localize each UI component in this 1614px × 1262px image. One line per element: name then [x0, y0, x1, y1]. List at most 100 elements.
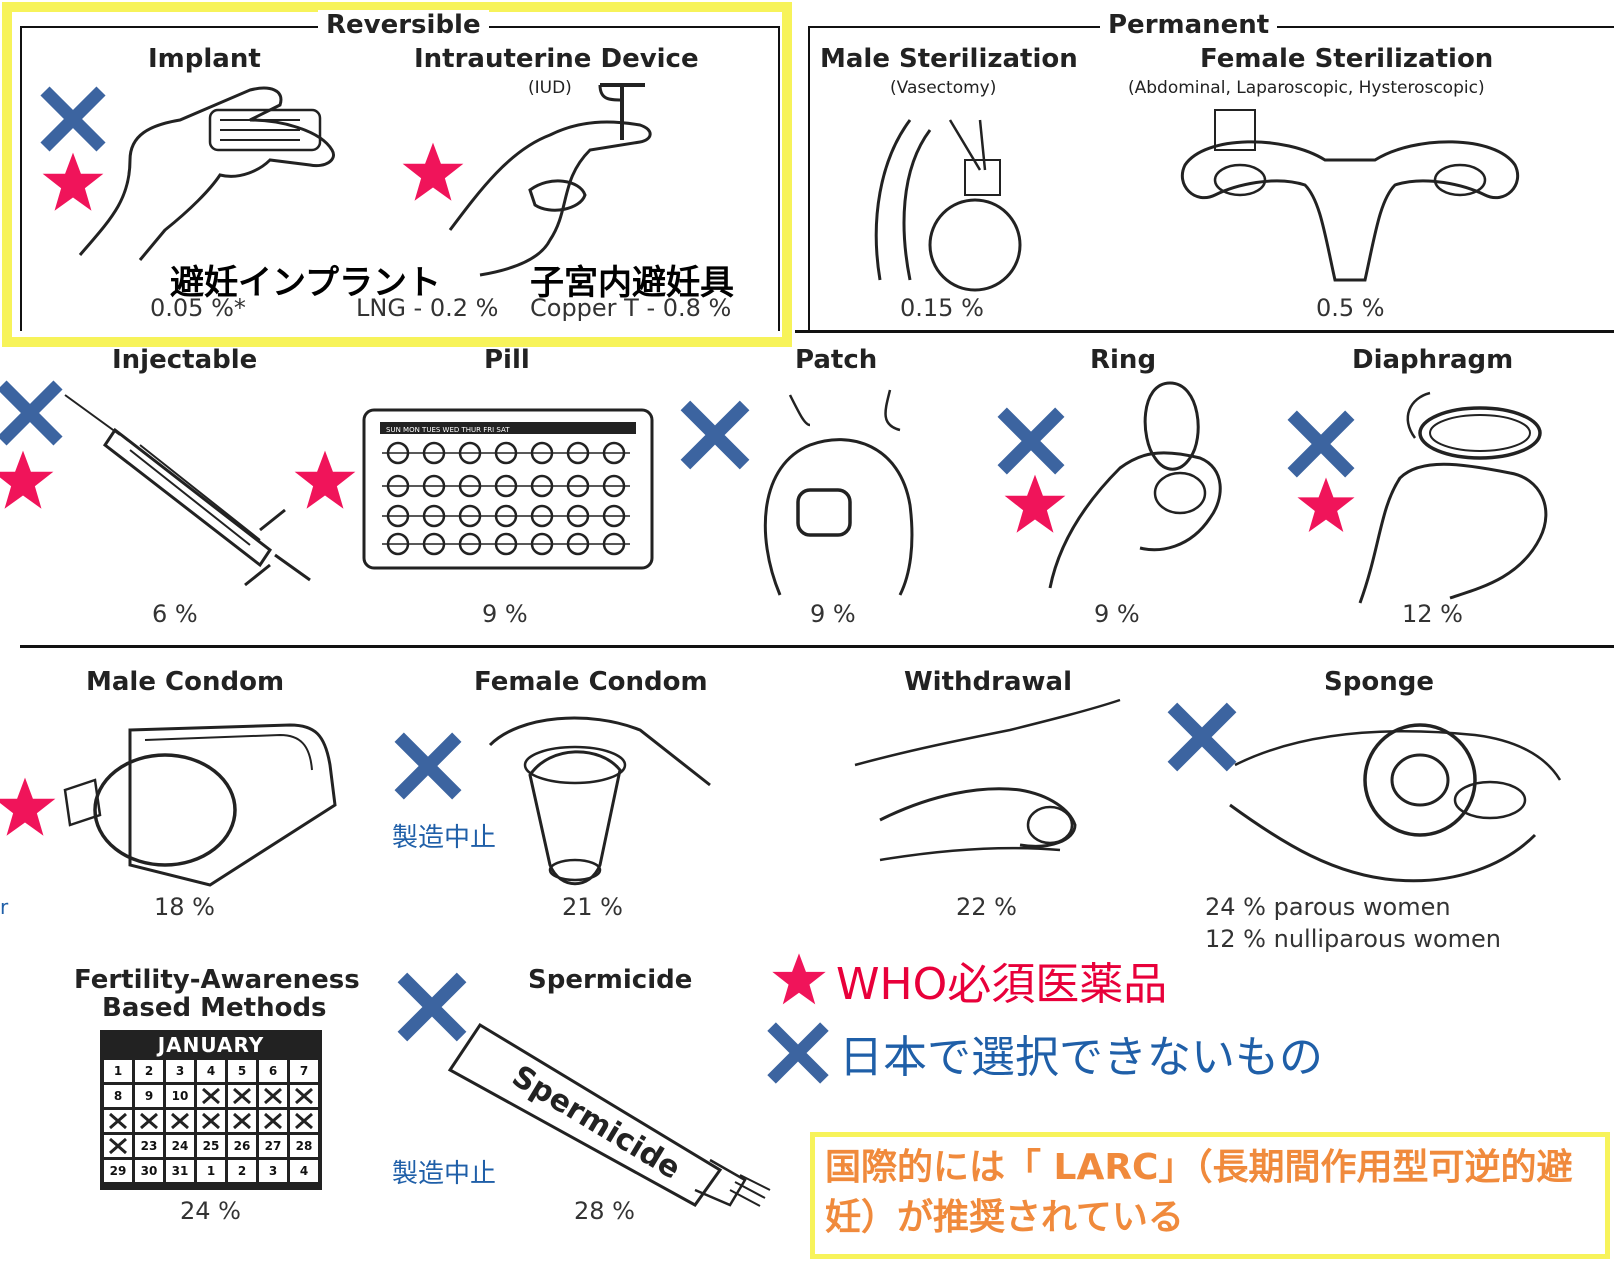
injectable-star-icon	[0, 450, 54, 509]
fab-calendar-day: 5	[228, 1060, 256, 1082]
larc-recommendation-note: 国際的には「 LARC」（長期間作用型可逆的避妊）が推奨されている	[810, 1132, 1610, 1259]
female-condom-title: Female Condom	[474, 667, 708, 697]
implant-title: Implant	[148, 44, 261, 74]
fab-calendar-day: 9	[135, 1085, 163, 1107]
patch-cross-icon	[680, 400, 750, 470]
implant-illustration	[78, 86, 335, 261]
patch-rate: 9 %	[810, 600, 856, 628]
sponge-title: Sponge	[1324, 667, 1434, 697]
spermicide-cross-icon	[397, 972, 467, 1042]
female-condom-illustration	[488, 716, 711, 886]
male-sterilization-subtitle: (Vasectomy)	[890, 78, 997, 98]
fab-calendar-day: 30	[135, 1160, 163, 1182]
legend-star-icon	[772, 953, 826, 1005]
diaphragm-star-icon	[1297, 477, 1355, 533]
diaphragm-cross-icon	[1287, 410, 1355, 478]
row-divider-1	[795, 330, 1614, 333]
male-sterilization-title: Male Sterilization	[820, 44, 1078, 74]
legend-unavailable-text: 日本で選択できないもの	[839, 1032, 1323, 1083]
implant-japanese-name: 避妊インプラント	[170, 263, 441, 303]
spermicide-discontinued-note: 製造中止	[392, 1159, 497, 1189]
legend-unavailable: 日本で選択できないもの	[765, 1020, 1323, 1086]
pill-rate: 9 %	[482, 600, 528, 628]
patch-title: Patch	[795, 345, 878, 375]
male-condom-illustration	[63, 723, 337, 887]
fab-calendar-day	[290, 1085, 318, 1107]
iud-title: Intrauterine Device	[414, 44, 699, 74]
fab-calendar-day: 2	[135, 1060, 163, 1082]
female-sterilization-subtitle: (Abdominal, Laparoscopic, Hysteroscopic)	[1128, 78, 1485, 98]
male-condom-rate: 18 %	[154, 893, 215, 921]
iud-rate-lng: LNG - 0.2 %	[356, 294, 499, 322]
implant-cross-icon	[40, 86, 106, 152]
iud-subtitle: (IUD)	[528, 78, 572, 98]
fab-calendar-day: 1	[104, 1060, 132, 1082]
spermicide-tube-illustration: Spermicide	[447, 1022, 771, 1207]
sponge-cross-icon	[1167, 702, 1237, 772]
ring-cross-icon	[997, 407, 1065, 475]
fab-calendar-day	[197, 1110, 225, 1132]
fab-calendar-day: 2	[228, 1160, 256, 1182]
fab-calendar-day	[228, 1085, 256, 1107]
female-sterilization-title: Female Sterilization	[1200, 44, 1494, 74]
fab-calendar-day: 8	[104, 1085, 132, 1107]
withdrawal-rate: 22 %	[956, 893, 1017, 921]
female-sterilization-illustration	[1180, 109, 1520, 282]
male-sterilization-illustration	[874, 119, 1022, 292]
fab-calendar-day: 1	[197, 1160, 225, 1182]
fab-calendar-day: 3	[166, 1060, 194, 1082]
fab-calendar-day: 7	[290, 1060, 318, 1082]
diaphragm-illustration	[1358, 391, 1548, 604]
fab-calendar-day: 25	[197, 1135, 225, 1157]
sponge-illustration	[1229, 723, 1562, 883]
reversible-highlight-frame	[2, 2, 792, 347]
spermicide-title: Spermicide	[528, 965, 693, 995]
fab-title-line1: Fertility-Awareness	[74, 965, 360, 995]
fab-calendar-day	[104, 1110, 132, 1132]
legend-cross-icon	[767, 1022, 829, 1084]
spermicide-tube-label: Spermicide	[506, 1059, 687, 1187]
legend-who-text: WHO必須医薬品	[836, 959, 1168, 1010]
iud-japanese-name: 子宮内避妊具	[530, 263, 734, 303]
reversible-group-label: Reversible	[318, 10, 489, 40]
diaphragm-rate: 12 %	[1402, 600, 1463, 628]
pill-title: Pill	[484, 345, 530, 375]
implant-star-icon	[42, 152, 104, 211]
fab-calendar-month: JANUARY	[157, 1033, 265, 1057]
male-condom-title: Male Condom	[86, 667, 285, 697]
fab-calendar-day	[104, 1135, 132, 1157]
sponge-rate-nulliparous: 12 % nulliparous women	[1205, 925, 1502, 953]
fab-calendar-day: 10	[166, 1085, 194, 1107]
patch-illustration	[763, 389, 914, 596]
fab-calendar-day: 3	[259, 1160, 287, 1182]
iud-rate-copper: Copper T - 0.8 %	[530, 294, 732, 322]
fab-calendar-day: 26	[228, 1135, 256, 1157]
fab-calendar-day	[166, 1110, 194, 1132]
pill-pack-illustration: SUN MON TUES WED THUR FRI SAT	[362, 408, 654, 570]
legend-who: WHO必須医薬品	[770, 948, 1167, 1012]
iud-illustration	[448, 83, 652, 277]
pill-days: SUN MON TUES WED THUR FRI SAT	[386, 426, 510, 434]
implant-rate: 0.05 %*	[150, 294, 246, 322]
fab-calendar-day: 27	[259, 1135, 287, 1157]
spermicide-rate: 28 %	[574, 1197, 635, 1225]
fab-calendar-day: 24	[166, 1135, 194, 1157]
fab-calendar-day	[259, 1110, 287, 1132]
diaphragm-title: Diaphragm	[1352, 345, 1514, 375]
fab-calendar-day: 23	[135, 1135, 163, 1157]
row-divider-2	[20, 645, 1614, 648]
fab-calendar-day: 31	[166, 1160, 194, 1182]
fab-calendar-day	[259, 1085, 287, 1107]
pill-star-icon	[294, 450, 356, 509]
female-condom-cross-icon	[394, 732, 462, 800]
left-edge-fragment: r	[0, 895, 9, 919]
female-condom-discontinued-note: 製造中止	[392, 823, 497, 853]
permanent-group-label: Permanent	[1100, 10, 1278, 40]
injectable-rate: 6 %	[152, 600, 198, 628]
sponge-rate-parous: 24 % parous women	[1205, 893, 1451, 921]
fab-calendar-day: 28	[290, 1135, 318, 1157]
fab-calendar-day: 4	[290, 1160, 318, 1182]
fab-calendar-day: 4	[197, 1060, 225, 1082]
iud-star-icon	[402, 142, 464, 201]
